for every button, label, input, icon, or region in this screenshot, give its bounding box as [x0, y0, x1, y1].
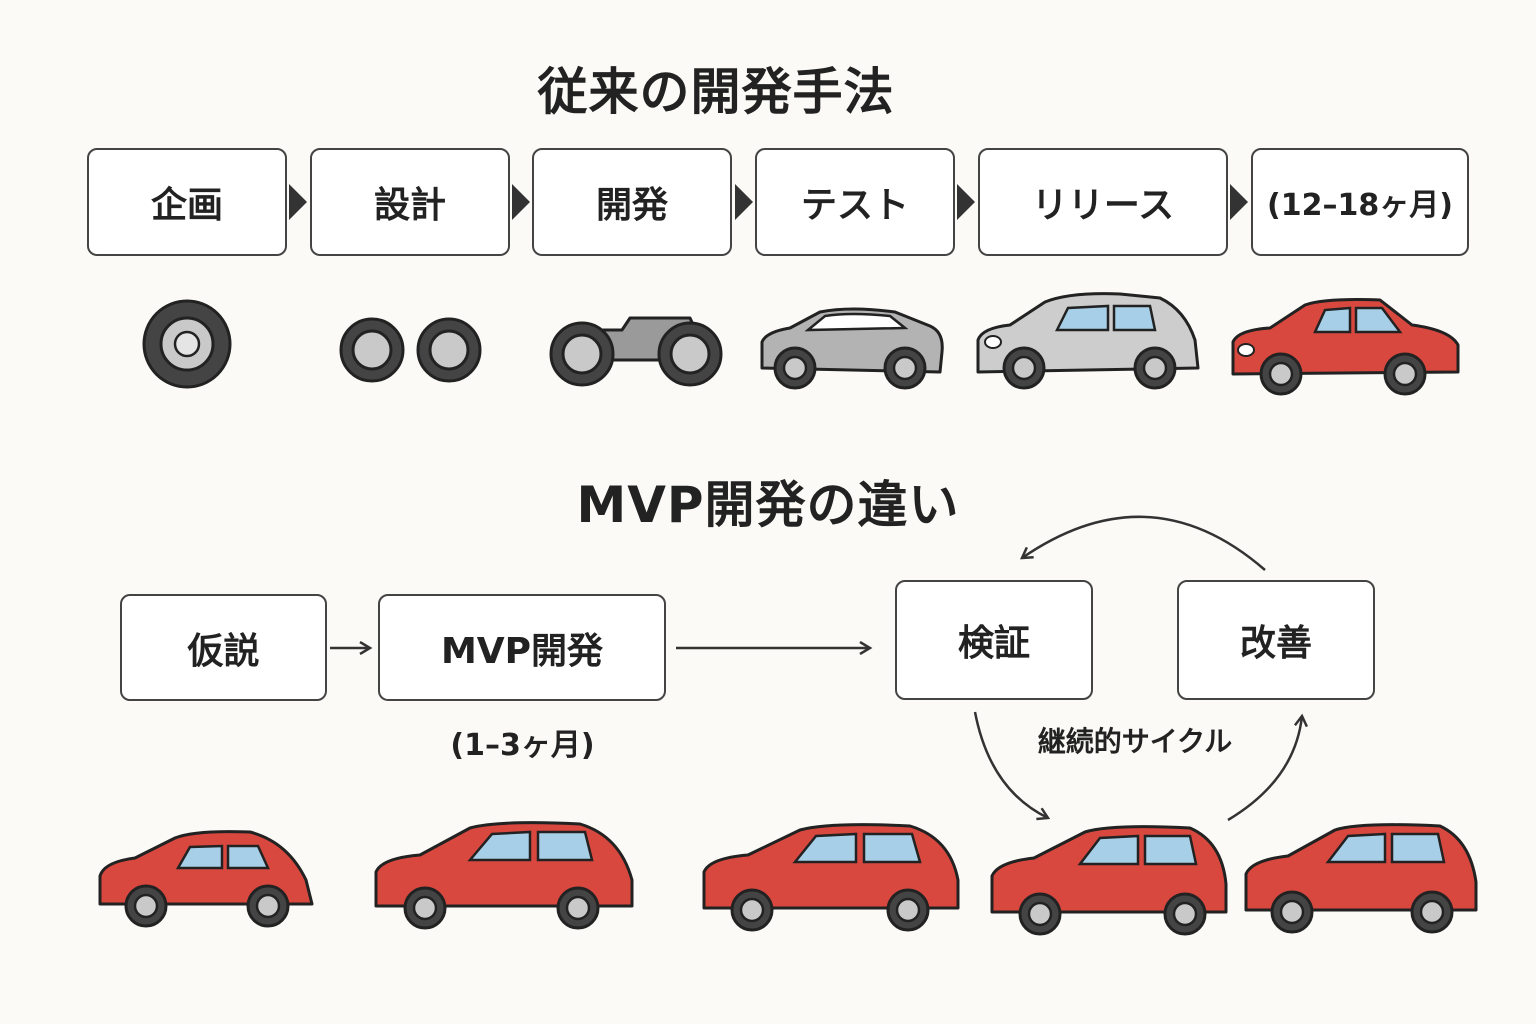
red-sedan-icon	[1231, 298, 1460, 396]
arrow-right-icon	[1230, 184, 1248, 220]
chassis-icon	[549, 316, 723, 387]
gray-coupe-icon	[760, 307, 944, 390]
wheel-icon	[142, 299, 232, 389]
mvp-step-validation: 検証	[895, 580, 1093, 700]
arrow-right-icon	[957, 184, 975, 220]
mvp-title: MVP開発の違い	[576, 476, 960, 534]
step-duration: (12–18ヶ月)	[1251, 148, 1469, 256]
mvp-step-mvp-development: MVP開発	[378, 594, 666, 701]
gray-hatchback-icon	[976, 292, 1200, 390]
cycle-label: 継続的サイクル	[1037, 725, 1233, 758]
red-hatchback-icon	[702, 823, 960, 932]
cycle-arrow-icon	[1022, 515, 1266, 571]
step-connector-icons	[289, 184, 1248, 220]
two-wheels-icon	[339, 317, 482, 383]
step-development: 開発	[532, 148, 732, 256]
red-hatchback-icon	[98, 830, 314, 928]
mvp-duration-label: (1–3ヶ月)	[450, 728, 595, 763]
traditional-title: 従来の開発手法	[537, 63, 895, 121]
arrow-right-icon	[512, 184, 530, 220]
arrow-right-icon	[289, 184, 307, 220]
red-hatchback-icon	[990, 825, 1228, 936]
step-planning: 企画	[87, 148, 287, 256]
cycle-arrow-icon	[973, 711, 1048, 818]
cycle-arrow-icon	[1227, 716, 1302, 822]
step-design: 設計	[310, 148, 510, 256]
step-test: テスト	[755, 148, 955, 256]
arrow-right-icon	[735, 184, 753, 220]
mvp-step-improvement: 改善	[1177, 580, 1375, 700]
step-release: リリース	[978, 148, 1228, 256]
mvp-step-hypothesis: 仮説	[120, 594, 327, 701]
red-hatchback-icon	[374, 821, 634, 930]
red-hatchback-icon	[1244, 823, 1478, 934]
